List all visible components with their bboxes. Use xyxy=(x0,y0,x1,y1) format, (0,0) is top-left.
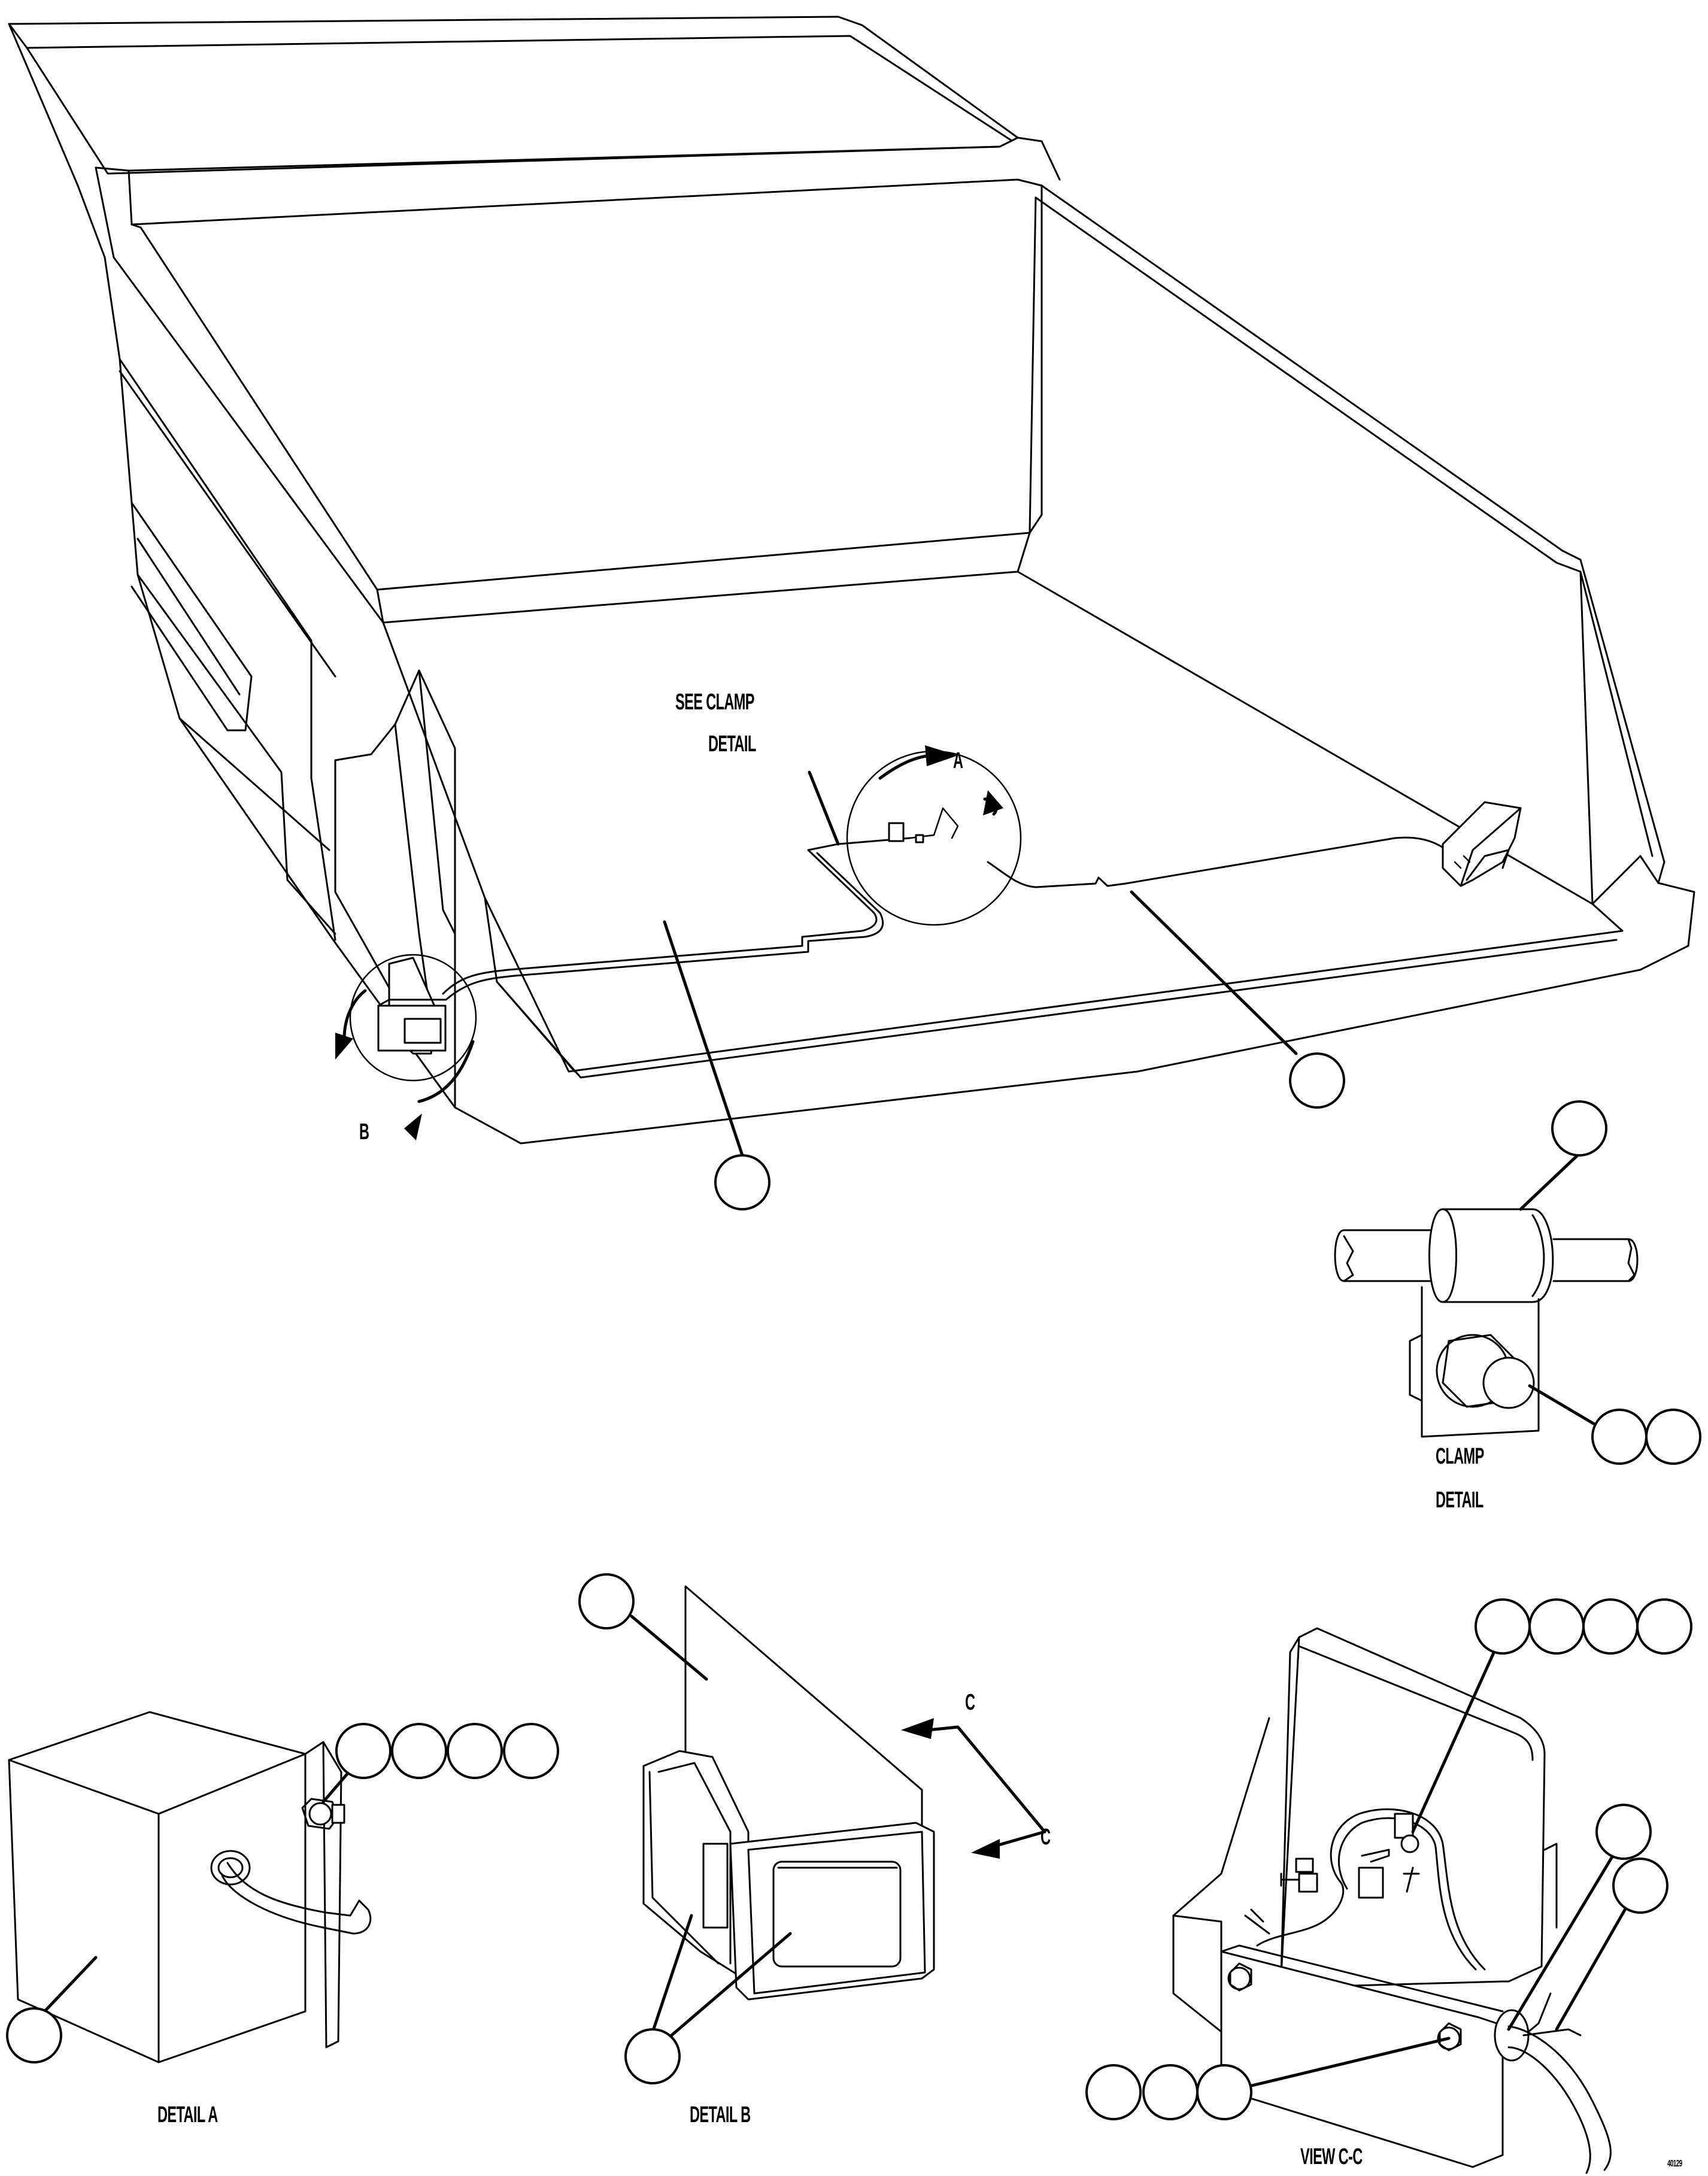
detail-b-caption: DETAIL B xyxy=(690,2102,751,2128)
wire-harness xyxy=(442,807,1462,1001)
callout-balloon-harness-left xyxy=(714,1154,770,1210)
callout-balloon-clamp-screw xyxy=(1591,1409,1648,1465)
callout-balloon-view-cc-grommet xyxy=(1595,1804,1652,1860)
callout-balloon-view-cc-bolt xyxy=(1085,2064,1142,2120)
callout-balloon-detail-b-bracket xyxy=(578,1573,635,1629)
callout-balloon-view-cc-cable xyxy=(1612,1858,1668,1914)
callout-balloon-view-cc-nut xyxy=(1636,1598,1692,1655)
callout-balloon-detail-a-screw xyxy=(335,1723,392,1779)
section-mark-c-top: C xyxy=(965,1690,975,1715)
drawing-number: 40129 xyxy=(1667,2159,1682,2169)
callout-balloon-view-cc-bolt-nut xyxy=(1196,2064,1252,2120)
callout-balloon-harness-right xyxy=(1289,1052,1345,1109)
callout-balloon-detail-b-lamp xyxy=(624,2028,681,2084)
view-cc-caption: VIEW C-C xyxy=(1300,2144,1363,2169)
wire-clamp xyxy=(888,822,924,843)
view-arrow-a-head xyxy=(925,745,958,766)
detail-b-drawing xyxy=(630,1585,1046,2043)
clamp-detail-caption-line2: DETAIL xyxy=(1436,1488,1483,1513)
right-light-assembly xyxy=(1442,801,1522,887)
clamp-detail-drawing xyxy=(1334,1154,1639,1438)
left-light-assembly xyxy=(377,957,447,1055)
view-arrow-a-head-2 xyxy=(983,790,1003,815)
detail-b-callout-circle xyxy=(335,954,477,1140)
dump-body-outline xyxy=(8,16,1695,1145)
view-arrow-a-label: A xyxy=(953,748,963,773)
callout-balloon-view-cc-lockwasher xyxy=(1582,1598,1639,1655)
callout-balloon-view-cc-bolt-washer xyxy=(1142,2064,1199,2120)
callout-balloon-view-cc-screw xyxy=(1475,1598,1531,1655)
callout-balloon-detail-a-lockwasher xyxy=(447,1723,503,1779)
section-mark-c-bottom: C xyxy=(1040,1825,1051,1850)
callout-balloon-detail-a-nut xyxy=(503,1723,559,1779)
detail-a-drawing xyxy=(8,1711,372,2063)
callout-balloon-view-cc-washer xyxy=(1528,1598,1585,1655)
callout-balloon-clamp-nut xyxy=(1645,1409,1701,1465)
see-clamp-detail-label-line1: SEE CLAMP xyxy=(675,690,754,715)
detail-a-caption: DETAIL A xyxy=(157,2102,218,2128)
callout-balloon-clamp xyxy=(1551,1100,1607,1157)
main-view-leaders xyxy=(663,770,1298,1157)
clamp-detail-caption-line1: CLAMP xyxy=(1436,1444,1484,1469)
view-cc-drawing xyxy=(1172,1627,1630,2174)
view-arrow-b-label: B xyxy=(359,1119,369,1145)
callout-balloon-detail-a-junction-box xyxy=(6,2007,62,2063)
detail-a-callout-circle xyxy=(846,745,1022,926)
callout-balloon-detail-a-washer xyxy=(391,1723,447,1779)
see-clamp-detail-label-line2: DETAIL xyxy=(708,732,756,757)
